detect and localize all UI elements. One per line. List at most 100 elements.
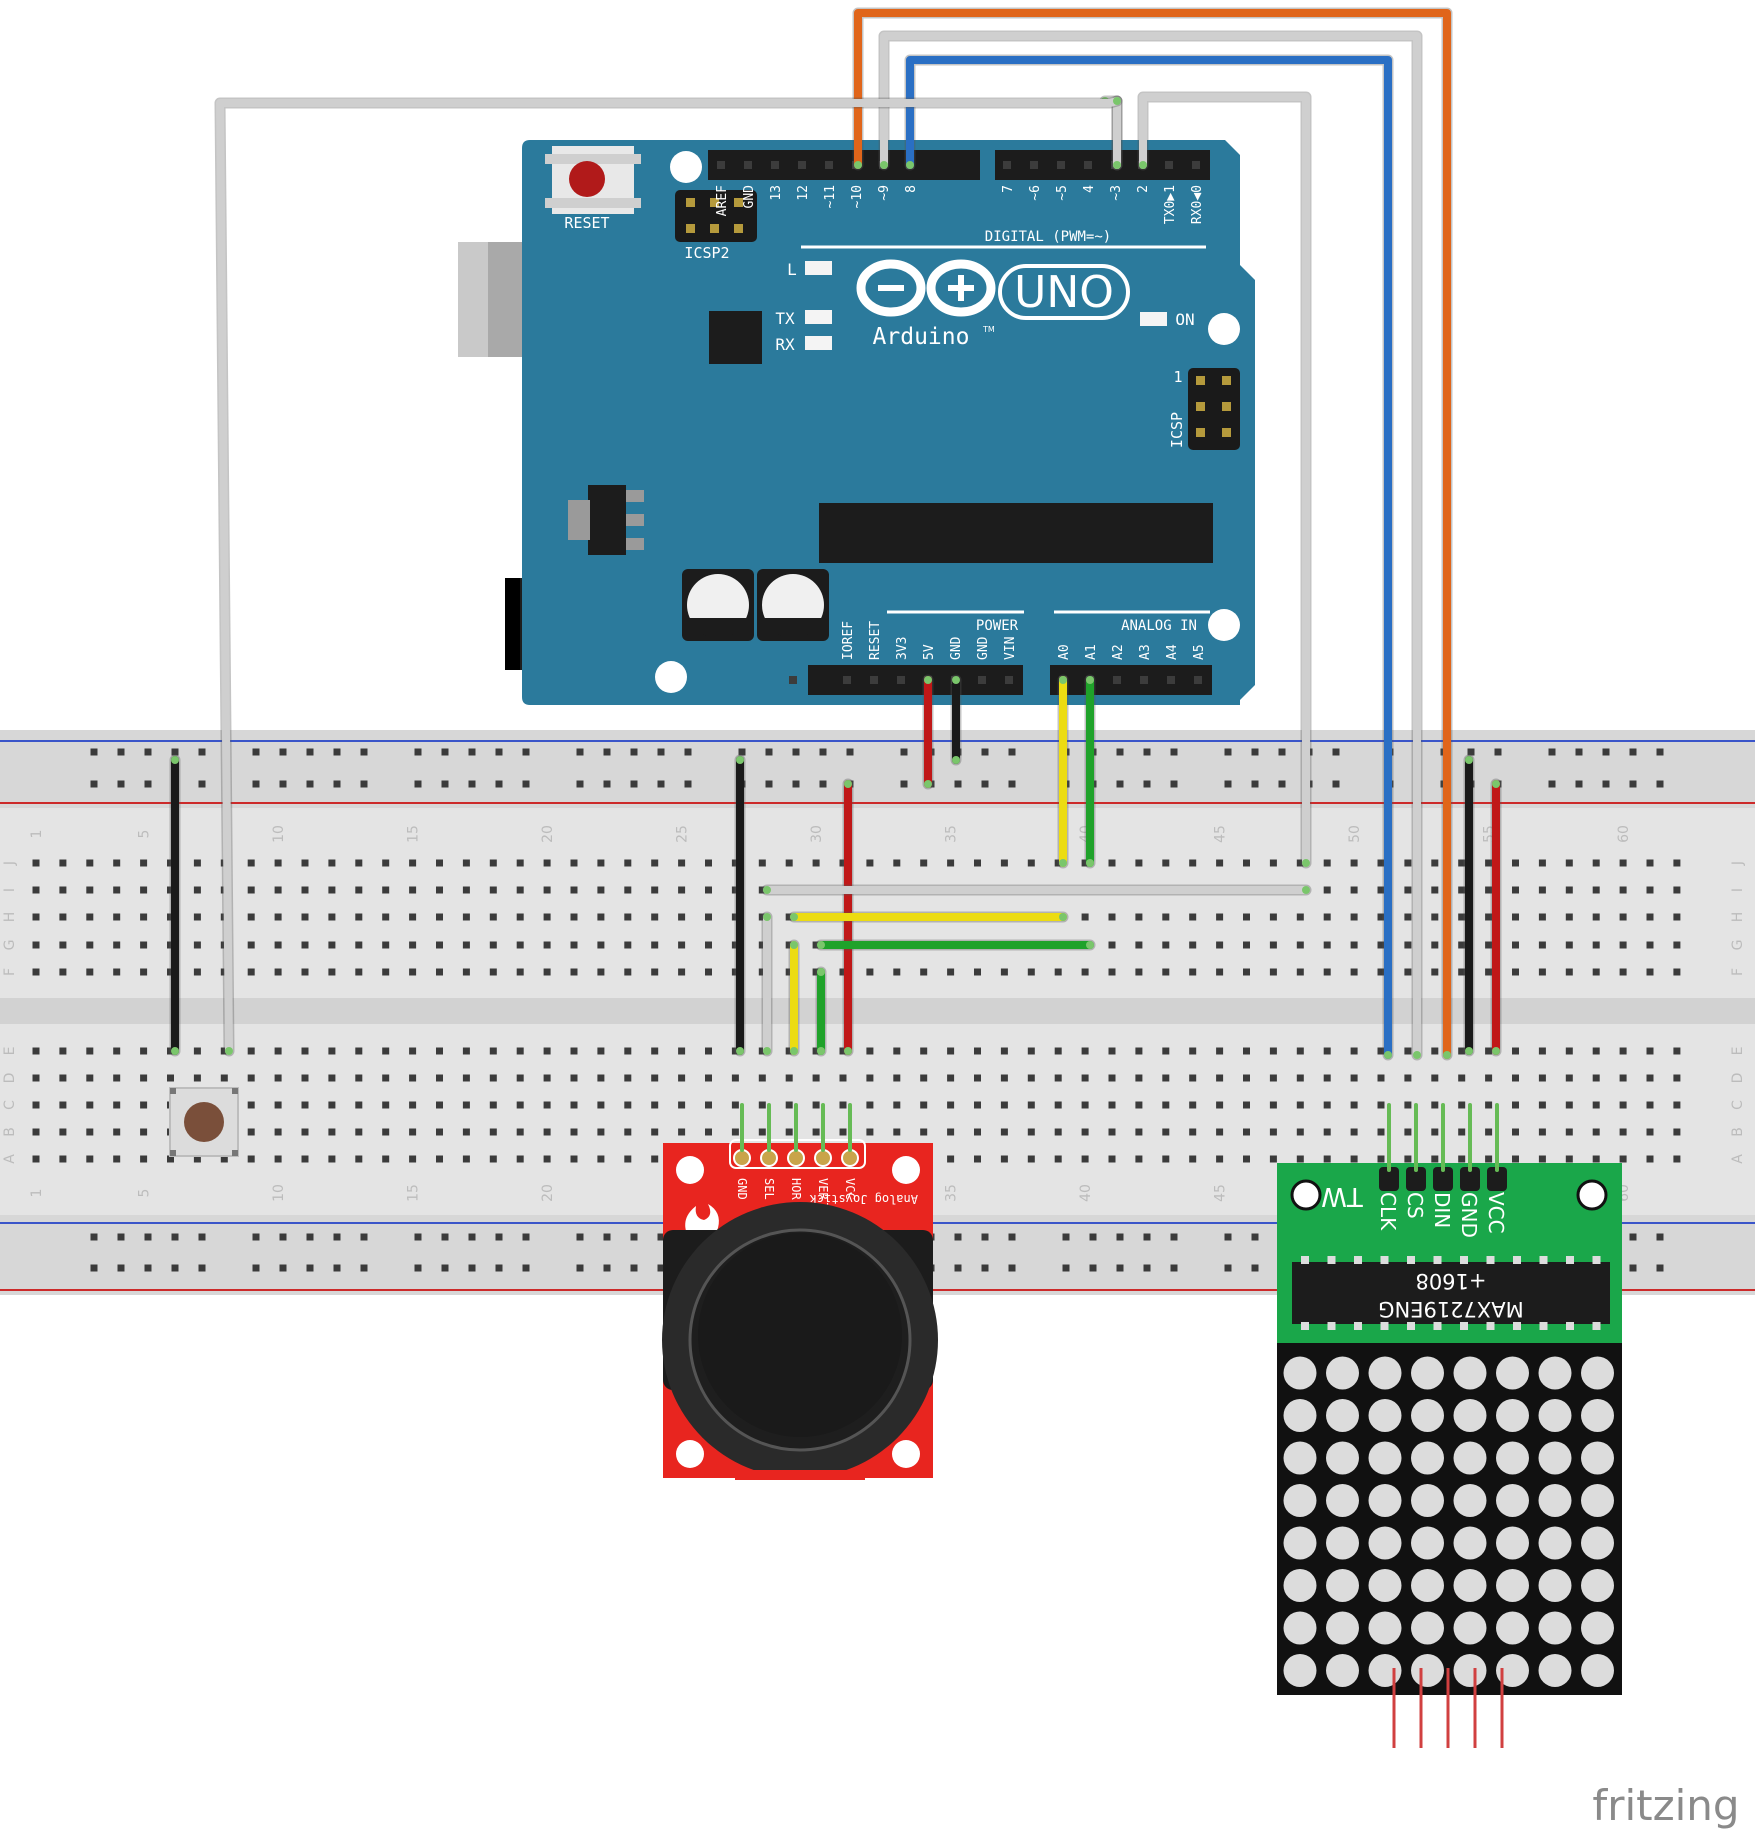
breadboard-hole[interactable] (1350, 968, 1358, 976)
breadboard-hole[interactable] (59, 941, 67, 949)
breadboard-hole[interactable] (731, 968, 739, 976)
breadboard-hole[interactable] (1296, 1101, 1304, 1109)
rail-hole[interactable] (1629, 1233, 1637, 1241)
rail-hole[interactable] (468, 780, 476, 788)
breadboard-hole[interactable] (1565, 968, 1573, 976)
breadboard-hole[interactable] (1108, 968, 1116, 976)
rail-hole[interactable] (252, 780, 260, 788)
breadboard-hole[interactable] (1673, 1155, 1681, 1163)
breadboard-hole[interactable] (678, 913, 686, 921)
breadboard-hole[interactable] (947, 1155, 955, 1163)
breadboard-hole[interactable] (812, 941, 820, 949)
breadboard-hole[interactable] (651, 968, 659, 976)
breadboard-hole[interactable] (1269, 913, 1277, 921)
breadboard-hole[interactable] (543, 886, 551, 894)
breadboard-hole[interactable] (328, 1074, 336, 1082)
rail-hole[interactable] (1575, 780, 1583, 788)
header-pin[interactable] (843, 676, 851, 684)
breadboard-hole[interactable] (651, 1047, 659, 1055)
breadboard-hole[interactable] (1512, 1074, 1519, 1082)
breadboard-hole[interactable] (974, 1074, 981, 1082)
breadboard-hole[interactable] (1646, 968, 1654, 976)
breadboard-hole[interactable] (247, 1047, 255, 1055)
breadboard-hole[interactable] (328, 1128, 336, 1136)
breadboard-hole[interactable] (1431, 859, 1439, 867)
breadboard-hole[interactable] (409, 859, 417, 867)
breadboard-hole[interactable] (678, 968, 686, 976)
rail-hole[interactable] (306, 780, 314, 788)
breadboard-hole[interactable] (409, 1128, 417, 1136)
breadboard-hole[interactable] (1323, 1101, 1331, 1109)
rail-hole[interactable] (1224, 748, 1232, 756)
breadboard-hole[interactable] (1243, 913, 1250, 921)
breadboard-hole[interactable] (1269, 941, 1277, 949)
rail-hole[interactable] (1332, 748, 1340, 756)
breadboard-hole[interactable] (597, 1128, 605, 1136)
breadboard-hole[interactable] (32, 859, 40, 867)
breadboard-hole[interactable] (301, 1155, 309, 1163)
breadboard-hole[interactable] (678, 1074, 686, 1082)
breadboard-hole[interactable] (1512, 1128, 1519, 1136)
breadboard-hole[interactable] (731, 859, 739, 867)
breadboard-hole[interactable] (462, 913, 470, 921)
breadboard-hole[interactable] (220, 1074, 228, 1082)
breadboard-hole[interactable] (355, 968, 363, 976)
breadboard-hole[interactable] (1296, 968, 1304, 976)
rail-hole[interactable] (144, 1233, 152, 1241)
rail-hole[interactable] (279, 748, 287, 756)
breadboard-hole[interactable] (1404, 913, 1412, 921)
breadboard-hole[interactable] (462, 886, 470, 894)
breadboard-hole[interactable] (678, 1047, 686, 1055)
breadboard-hole[interactable] (1189, 1047, 1197, 1055)
breadboard-hole[interactable] (355, 1128, 363, 1136)
breadboard-hole[interactable] (893, 859, 901, 867)
breadboard-hole[interactable] (1135, 968, 1143, 976)
rail-hole[interactable] (306, 748, 314, 756)
breadboard-hole[interactable] (920, 1074, 928, 1082)
rail-hole[interactable] (468, 1264, 476, 1272)
header-pin[interactable] (1192, 161, 1200, 169)
breadboard-hole[interactable] (1216, 859, 1224, 867)
breadboard-hole[interactable] (59, 1047, 67, 1055)
breadboard-hole[interactable] (624, 1128, 632, 1136)
rail-hole[interactable] (1332, 780, 1340, 788)
rail-hole[interactable] (1278, 780, 1286, 788)
breadboard-hole[interactable] (274, 1101, 282, 1109)
breadboard-hole[interactable] (1592, 1155, 1600, 1163)
rail-hole[interactable] (1602, 748, 1610, 756)
breadboard-hole[interactable] (947, 859, 955, 867)
rail-hole[interactable] (1251, 748, 1259, 756)
breadboard-hole[interactable] (1619, 1128, 1627, 1136)
rail-hole[interactable] (657, 748, 665, 756)
breadboard-hole[interactable] (113, 1074, 121, 1082)
rail-hole[interactable] (1143, 1264, 1151, 1272)
breadboard-hole[interactable] (1538, 913, 1546, 921)
breadboard-hole[interactable] (1377, 859, 1385, 867)
rail-hole[interactable] (90, 748, 98, 756)
breadboard-hole[interactable] (86, 941, 94, 949)
breadboard-hole[interactable] (1592, 1047, 1600, 1055)
rail-hole[interactable] (1629, 748, 1637, 756)
breadboard-hole[interactable] (1431, 886, 1439, 894)
breadboard-hole[interactable] (597, 1074, 605, 1082)
breadboard-hole[interactable] (489, 1101, 497, 1109)
breadboard-hole[interactable] (1323, 1128, 1331, 1136)
breadboard-hole[interactable] (113, 1047, 121, 1055)
header-pin[interactable] (825, 161, 833, 169)
rail-hole[interactable] (1089, 1264, 1097, 1272)
breadboard-hole[interactable] (247, 1074, 255, 1082)
breadboard-hole[interactable] (247, 968, 255, 976)
rail-hole[interactable] (981, 1264, 989, 1272)
breadboard-hole[interactable] (409, 968, 417, 976)
breadboard-hole[interactable] (1431, 1074, 1439, 1082)
breadboard-hole[interactable] (1619, 941, 1627, 949)
breadboard-hole[interactable] (436, 1128, 443, 1136)
breadboard-hole[interactable] (32, 968, 40, 976)
breadboard-hole[interactable] (1081, 859, 1089, 867)
breadboard-hole[interactable] (1081, 1047, 1089, 1055)
breadboard-hole[interactable] (1350, 859, 1358, 867)
breadboard-hole[interactable] (167, 941, 174, 949)
breadboard-hole[interactable] (1027, 1074, 1035, 1082)
rail-hole[interactable] (657, 1233, 665, 1241)
rail-hole[interactable] (468, 748, 476, 756)
